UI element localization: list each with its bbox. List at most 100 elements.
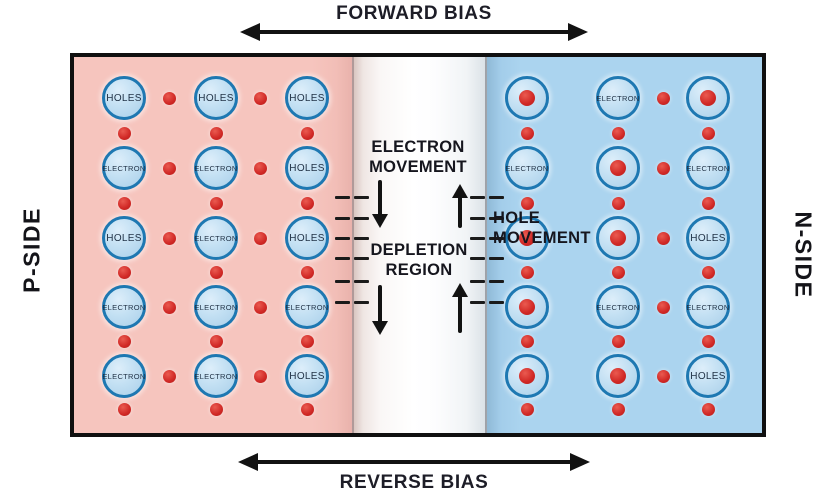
red-charge-dot xyxy=(519,230,535,246)
depletion-tick-dash xyxy=(335,236,350,240)
depletion-region-label: DEPLETION REGION xyxy=(370,241,468,279)
forward-bias-label: FORWARD BIAS xyxy=(336,3,492,24)
red-charge-dot xyxy=(253,91,267,105)
depletion-tick-dash xyxy=(354,236,369,240)
carrier-label: HOLES xyxy=(289,92,325,104)
electron-circle: ELECTRON xyxy=(102,146,146,190)
red-charge-dot xyxy=(520,126,534,140)
red-charge-dot xyxy=(300,402,314,416)
n-side-label: N-SIDE xyxy=(790,211,817,299)
holes-circle: HOLES xyxy=(686,216,730,260)
red-charge-dot xyxy=(162,369,176,383)
carrier-label: HOLES xyxy=(106,92,142,104)
depletion-tick-dash xyxy=(335,256,350,260)
red-charge-dot xyxy=(300,126,314,140)
red-charge-dot xyxy=(253,369,267,383)
carrier-label: HOLES xyxy=(690,370,726,382)
carrier-label: ELECTRON xyxy=(686,302,730,312)
red-charge-dot xyxy=(300,196,314,210)
reverse-bias-label: REVERSE BIAS xyxy=(339,472,489,493)
arrow-shaft xyxy=(253,30,575,34)
electron-movement-down-arrow-1 xyxy=(372,180,388,228)
red-charge-dot xyxy=(162,161,176,175)
carrier-label: ELECTRON xyxy=(194,371,238,381)
forward-bias-arrow xyxy=(240,22,588,42)
red-charge-dot xyxy=(701,126,715,140)
arrow-left-head-icon xyxy=(240,23,260,41)
reverse-bias-arrow xyxy=(238,452,590,472)
depletion-tick-dash xyxy=(335,279,350,283)
holes-circle: HOLES xyxy=(102,216,146,260)
electron-circle: ELECTRON xyxy=(102,354,146,398)
carrier-label: HOLES xyxy=(289,162,325,174)
red-charge-dot xyxy=(209,126,223,140)
holes-circle: HOLES xyxy=(686,354,730,398)
electron-circle: ELECTRON xyxy=(505,146,549,190)
red-charge-dot xyxy=(162,231,176,245)
electron-circle: ELECTRON xyxy=(285,285,329,329)
electron-dot-circle xyxy=(596,146,640,190)
carrier-label: ELECTRON xyxy=(686,163,730,173)
depletion-tick-dash xyxy=(470,195,485,199)
red-charge-dot xyxy=(520,196,534,210)
red-charge-dot xyxy=(117,402,131,416)
red-charge-dot xyxy=(300,265,314,279)
hole-movement-up-arrow-1 xyxy=(452,184,468,228)
holes-circle: HOLES xyxy=(285,354,329,398)
p-side-label: P-SIDE xyxy=(18,207,45,293)
red-charge-dot xyxy=(701,402,715,416)
red-charge-dot xyxy=(610,160,626,176)
carrier-label: ELECTRON xyxy=(285,302,329,312)
depletion-tick-dash xyxy=(489,216,504,220)
red-charge-dot xyxy=(610,230,626,246)
red-charge-dot xyxy=(611,402,625,416)
red-charge-dot xyxy=(656,231,670,245)
red-charge-dot xyxy=(701,265,715,279)
electron-dot-circle xyxy=(505,354,549,398)
depletion-tick-dash xyxy=(335,300,350,304)
red-charge-dot xyxy=(701,196,715,210)
carrier-label: ELECTRON xyxy=(596,302,640,312)
arrow-right-head-icon xyxy=(570,453,590,471)
red-charge-dot xyxy=(520,402,534,416)
electron-dot-circle xyxy=(686,76,730,120)
red-charge-dot xyxy=(162,91,176,105)
red-charge-dot xyxy=(519,90,535,106)
electron-movement-down-arrow-2 xyxy=(372,285,388,335)
electron-movement-label: ELECTRON MOVEMENT xyxy=(369,138,467,176)
electron-circle: ELECTRON xyxy=(194,216,238,260)
electron-dot-circle xyxy=(596,216,640,260)
red-charge-dot xyxy=(656,369,670,383)
electron-dot-circle xyxy=(596,354,640,398)
carrier-label: ELECTRON xyxy=(505,163,549,173)
arrow-shaft xyxy=(251,460,577,464)
hole-movement-up-arrow-2 xyxy=(452,283,468,333)
depletion-tick-dash xyxy=(470,236,485,240)
red-charge-dot xyxy=(519,299,535,315)
depletion-tick-dash xyxy=(489,195,504,199)
electron-circle: ELECTRON xyxy=(596,285,640,329)
red-charge-dot xyxy=(117,265,131,279)
carrier-label: ELECTRON xyxy=(102,163,146,173)
red-charge-dot xyxy=(611,265,625,279)
red-charge-dot xyxy=(656,91,670,105)
depletion-tick-dash xyxy=(489,256,504,260)
depletion-tick-dash xyxy=(354,300,369,304)
holes-circle: HOLES xyxy=(285,146,329,190)
depletion-tick-dash xyxy=(470,300,485,304)
red-charge-dot xyxy=(209,334,223,348)
red-charge-dot xyxy=(701,334,715,348)
carrier-label: ELECTRON xyxy=(194,163,238,173)
electron-dot-circle xyxy=(505,76,549,120)
red-charge-dot xyxy=(162,300,176,314)
carrier-label: ELECTRON xyxy=(102,302,146,312)
carrier-label: HOLES xyxy=(198,92,234,104)
holes-circle: HOLES xyxy=(194,76,238,120)
carrier-label: ELECTRON xyxy=(194,233,238,243)
electron-dot-circle xyxy=(505,285,549,329)
arrow-right-head-icon xyxy=(568,23,588,41)
holes-circle: HOLES xyxy=(102,76,146,120)
electron-circle: ELECTRON xyxy=(102,285,146,329)
red-charge-dot xyxy=(253,300,267,314)
depletion-tick-dash xyxy=(335,216,350,220)
